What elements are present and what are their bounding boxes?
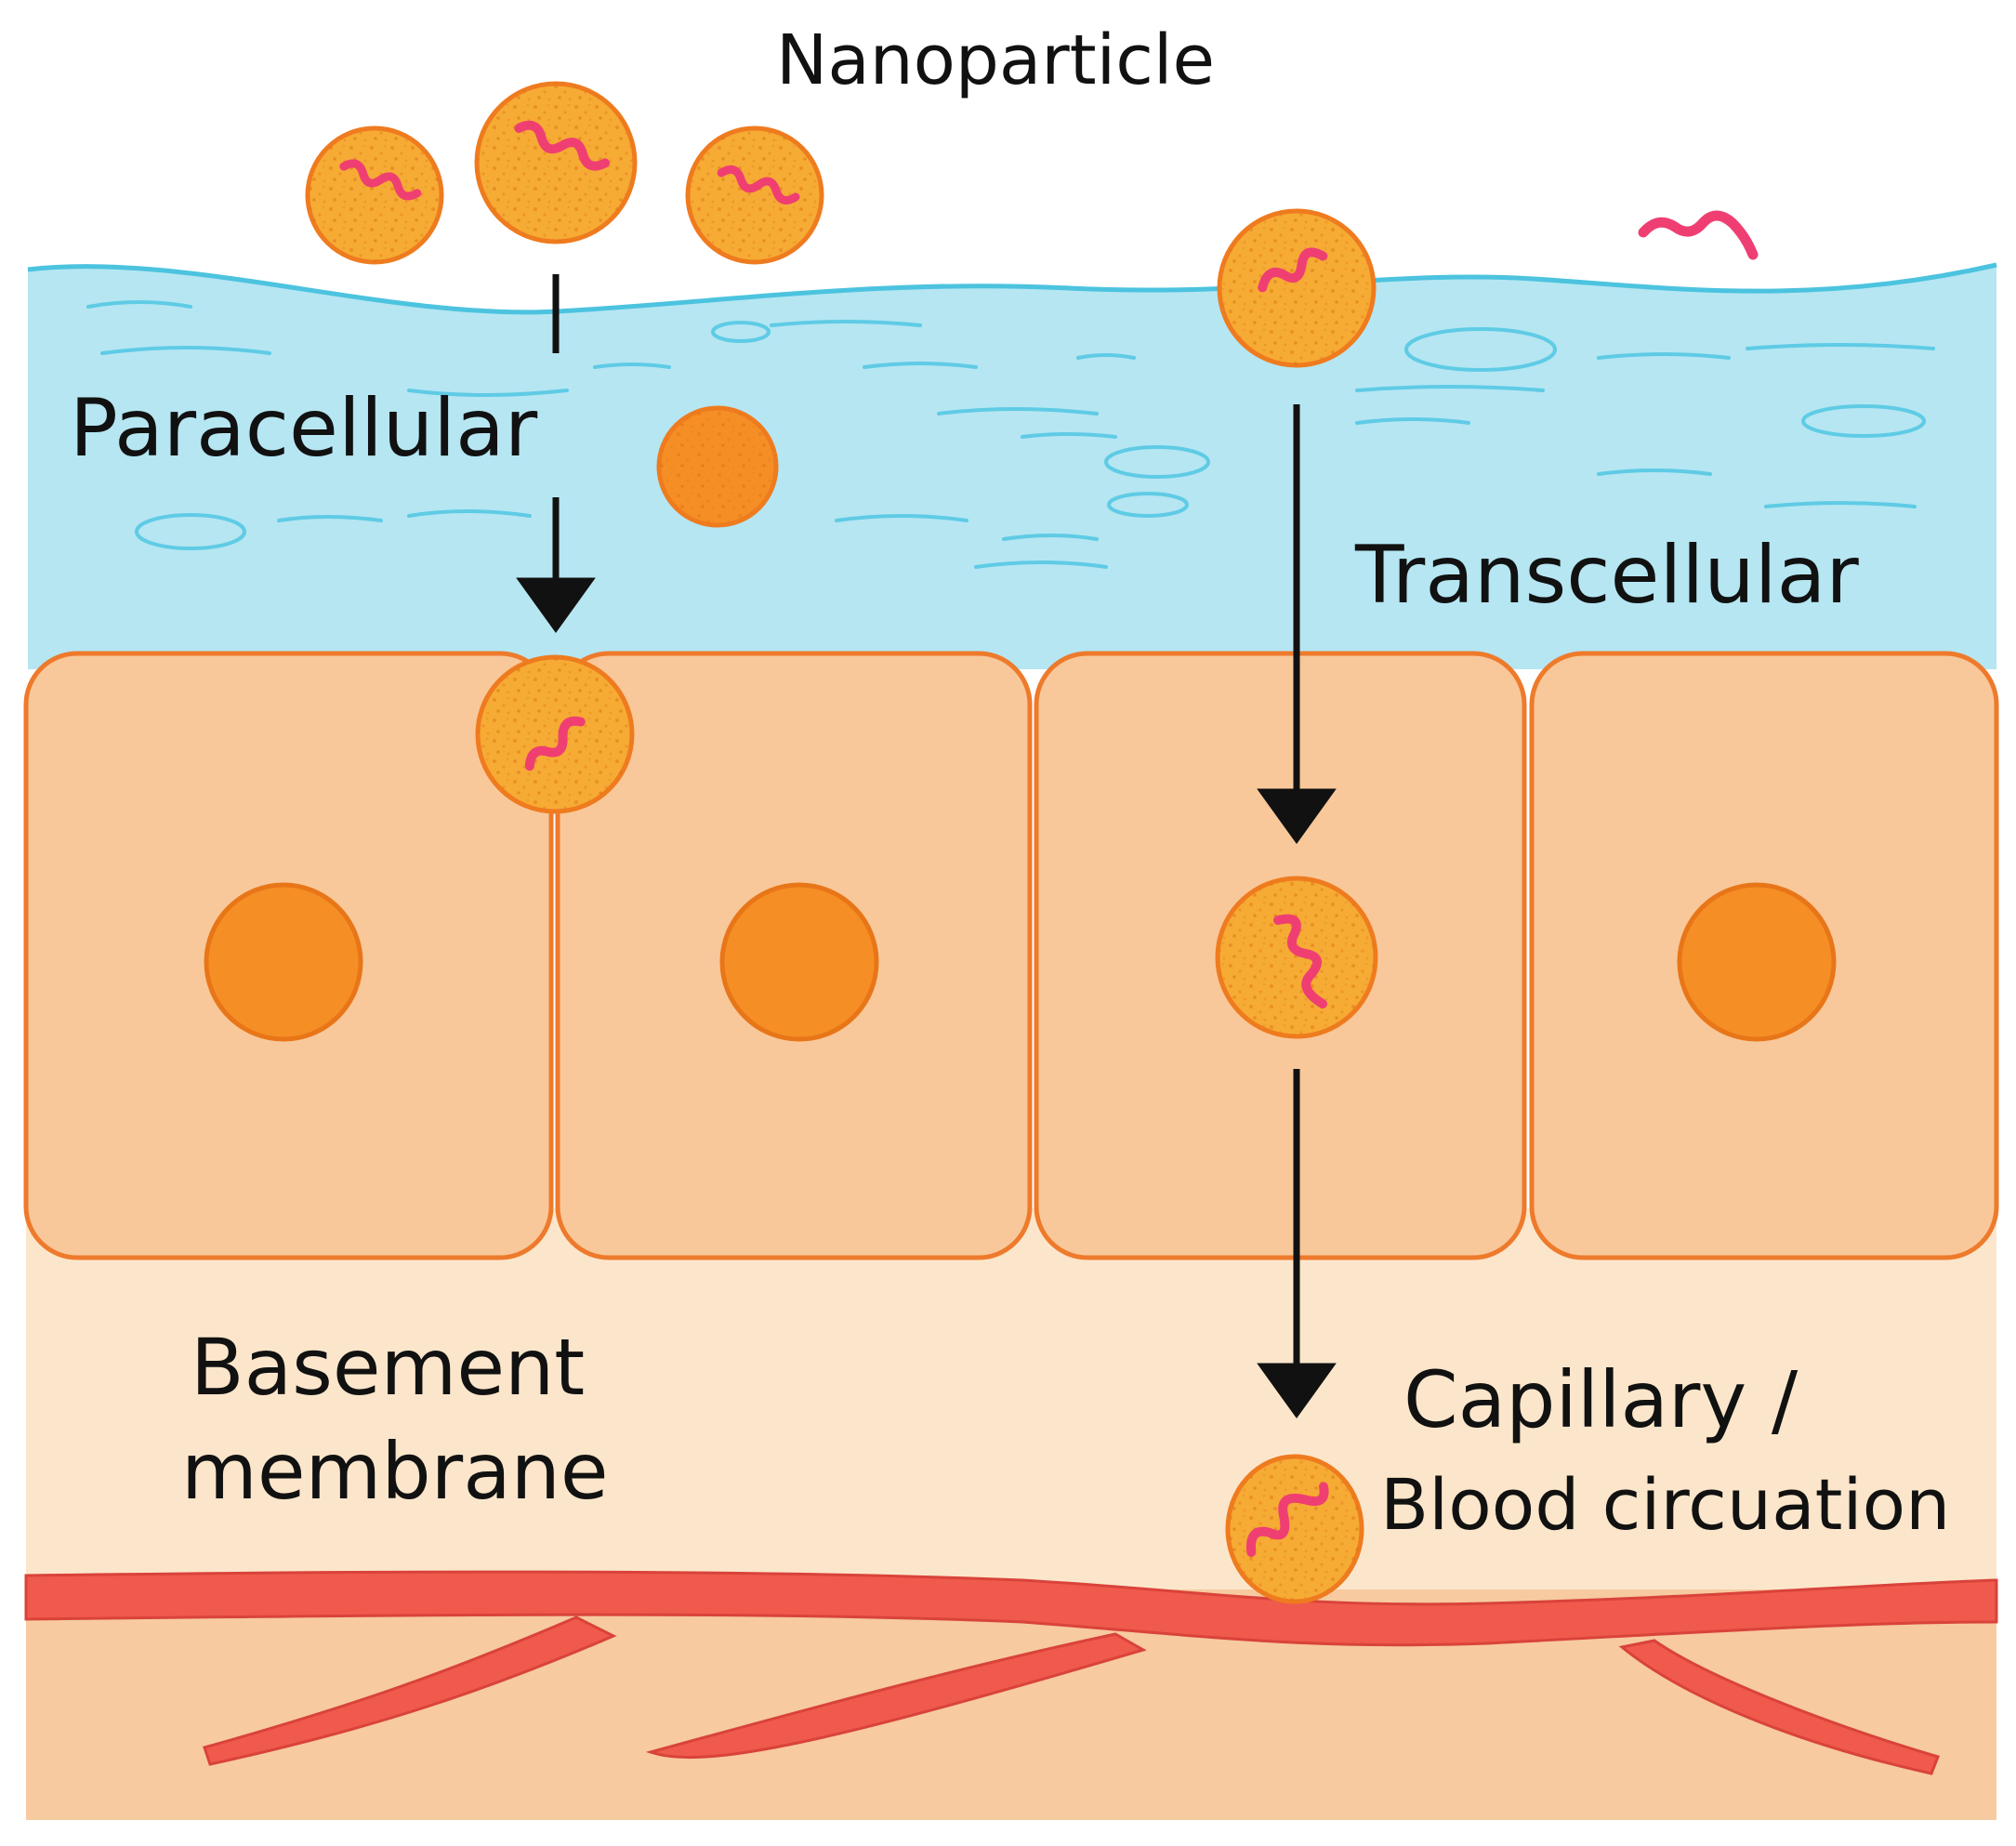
label-nanoparticle: Nanoparticle <box>776 20 1215 100</box>
payload-strand-icon <box>1273 914 1327 1009</box>
capillary-vessels <box>24 1570 1998 1775</box>
arrows <box>516 274 1337 1418</box>
payload-strand-icon <box>524 716 586 771</box>
capillary-main <box>24 1570 1998 1647</box>
label-capillary-line1: Capillary / <box>1403 1354 1799 1445</box>
arrow-down-icon <box>1257 1363 1337 1418</box>
water-ripples <box>86 300 1935 569</box>
label-basement-line1: Basement <box>191 1322 585 1413</box>
arrow-down-icon <box>516 577 596 633</box>
cell-nucleus-icon <box>1677 882 1837 1042</box>
nanoparticle-icon <box>475 654 635 814</box>
label-basement-line2: membrane <box>181 1426 609 1517</box>
payload-strand-icon <box>514 120 611 171</box>
nanoparticle-icon <box>1215 876 1378 1039</box>
payload-strand-icon <box>717 165 800 204</box>
basement-membrane-layer <box>26 1208 1996 1589</box>
capillary-branch-left <box>203 1615 617 1766</box>
capillary-branch-mid <box>645 1632 1147 1760</box>
payload-strand-icon <box>1258 247 1328 293</box>
label-paracellular: Paracellular <box>70 382 538 475</box>
label-transcellular: Transcellular <box>1354 529 1859 622</box>
cell-nucleus-icon <box>719 882 879 1042</box>
payload-strand-icon <box>1245 1482 1329 1557</box>
payload-strand-icon <box>1638 210 1759 260</box>
nanoparticle-icon <box>685 125 824 265</box>
nuclei <box>204 882 1837 1042</box>
nanoparticles <box>305 81 1378 1604</box>
nanoparticle-icon <box>1225 1454 1364 1604</box>
nanoparticle-icon <box>305 125 444 265</box>
nanoparticle-icon <box>656 405 779 528</box>
nanoparticle-icon <box>474 81 638 244</box>
mucus-surface-line <box>27 262 1997 315</box>
label-capillary-line2: Blood circuation <box>1380 1463 1950 1546</box>
cell-nucleus-icon <box>204 882 363 1042</box>
arrow-down-icon <box>1257 788 1337 844</box>
mucus-layer <box>28 265 1996 669</box>
payload-strand-icon <box>339 159 422 201</box>
capillary-branch-right <box>1618 1639 1940 1775</box>
nanoparticle-icon <box>1217 208 1377 368</box>
